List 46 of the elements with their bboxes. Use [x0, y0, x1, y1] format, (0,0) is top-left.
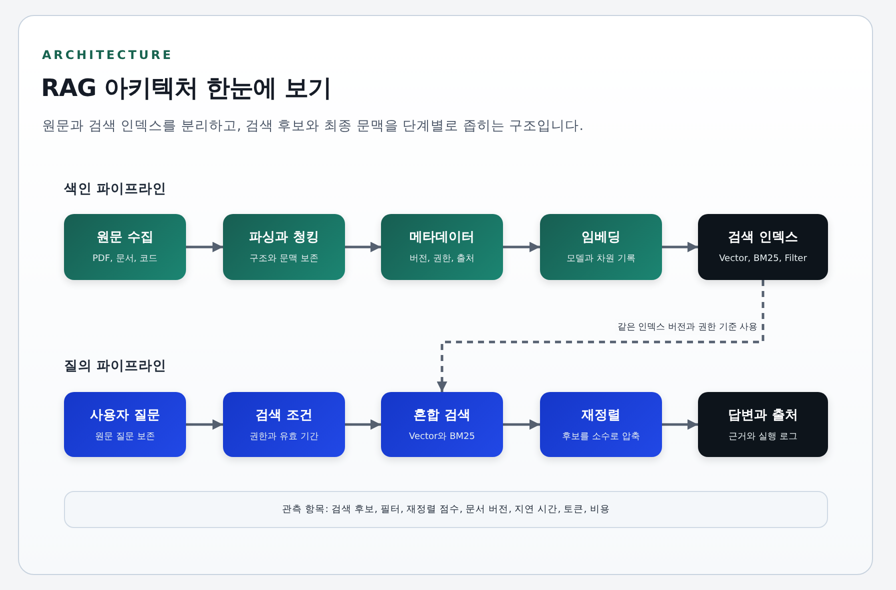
process-box — [64, 392, 186, 457]
process-box — [64, 214, 186, 280]
box-title: 원문 수집 — [96, 229, 154, 246]
box-subtitle: 구조와 문맥 보존 — [250, 253, 318, 265]
box-subtitle: PDF, 문서, 코드 — [92, 253, 158, 265]
box-title: 혼합 검색 — [414, 406, 470, 424]
process-box — [381, 214, 503, 280]
section-heading: 질의 파이프라인 — [64, 357, 167, 375]
eyebrow-text: ARCHITECTURE — [42, 48, 174, 62]
box-subtitle: 원문 질문 보존 — [95, 430, 155, 442]
box-title: 답변과 출처 — [728, 406, 798, 424]
arrow — [436, 280, 764, 392]
box-title: 사용자 질문 — [90, 406, 160, 424]
box-subtitle: 권한과 유효 기간 — [250, 430, 318, 442]
box-title: 메타데이터 — [410, 229, 474, 246]
process-box — [698, 392, 828, 457]
section-heading: 색인 파이프라인 — [64, 180, 167, 198]
box-subtitle: Vector, BM25, Filter — [719, 253, 807, 265]
arrow — [345, 242, 381, 252]
process-box — [223, 214, 345, 280]
box-subtitle: 버전, 권한, 출처 — [409, 253, 475, 265]
process-box — [540, 392, 662, 457]
process-box — [698, 214, 828, 280]
box-title: 파싱과 청킹 — [249, 229, 319, 246]
subtitle-text: 원문과 검색 인덱스를 분리하고, 검색 후보와 최종 문맥을 단계별로 좁히는 구조입니다. — [42, 117, 584, 135]
box-subtitle: 근거와 실행 로그 — [728, 430, 798, 442]
process-box — [540, 214, 662, 280]
box-subtitle: 모델과 차원 기록 — [566, 253, 636, 265]
arrow — [662, 419, 698, 430]
box-title: 검색 인덱스 — [728, 229, 798, 246]
arrow — [503, 419, 540, 430]
arrow — [345, 419, 381, 430]
arrow — [662, 242, 698, 252]
note-text: 관측 항목: 검색 후보, 필터, 재정렬 점수, 문서 버전, 지연 시간, 토큰, 비용 — [282, 504, 610, 516]
box-title: 재정렬 — [582, 406, 620, 424]
box-subtitle: 후보를 소수로 압축 — [562, 430, 640, 442]
box-title: 검색 조건 — [256, 406, 312, 424]
arrow — [503, 242, 540, 252]
title-text: RAG 아키텍처 한눈에 보기 — [41, 73, 332, 104]
box-title: 임베딩 — [582, 229, 620, 246]
box-subtitle: Vector와 BM25 — [409, 430, 475, 442]
note-box — [64, 491, 828, 528]
process-box — [223, 392, 345, 457]
process-box — [381, 392, 503, 457]
arrow — [186, 419, 223, 430]
arrow — [186, 242, 223, 252]
